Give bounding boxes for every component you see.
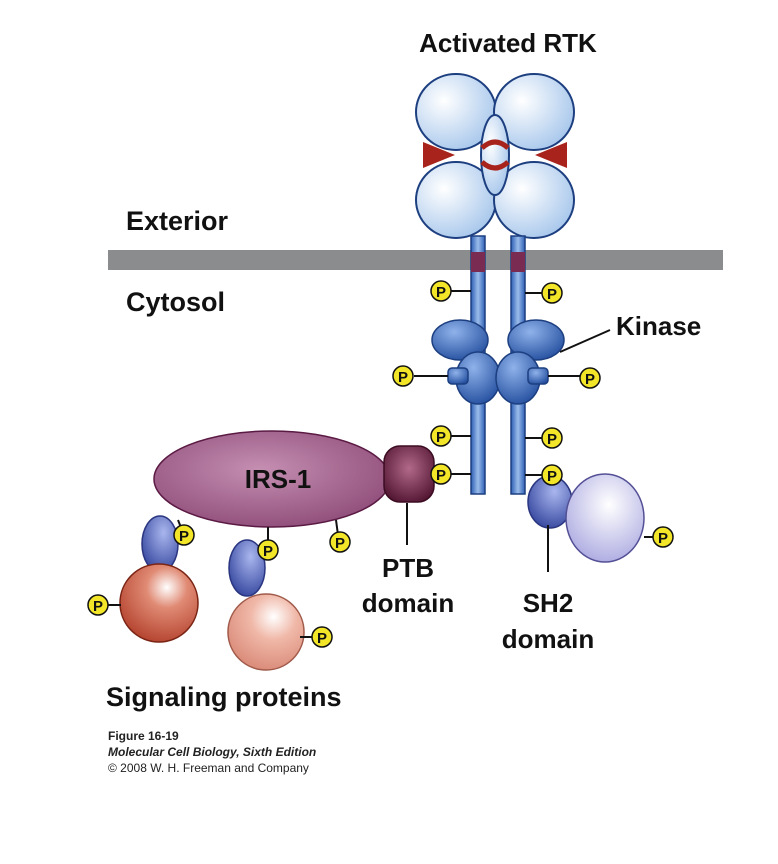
label-sh2-line1: SH2: [523, 588, 574, 618]
plasma-membrane: [108, 250, 723, 270]
phospho-icon: P: [329, 531, 351, 553]
signaling-protein-1: [108, 515, 199, 643]
label-exterior: Exterior: [126, 206, 229, 236]
svg-text:P: P: [585, 371, 595, 388]
phospho-icon: P: [541, 427, 563, 449]
svg-text:P: P: [398, 369, 408, 386]
label-sh2-line2: domain: [502, 624, 594, 654]
label-ptb-line1: PTB: [382, 553, 434, 583]
label-kinase: Kinase: [616, 311, 701, 341]
receptor-phospho-connectors: [414, 290, 655, 538]
label-ptb-line2: domain: [362, 588, 454, 618]
svg-text:P: P: [547, 431, 557, 448]
ligand: [423, 139, 567, 171]
phospho-icon: P: [173, 524, 195, 546]
svg-text:P: P: [93, 598, 103, 615]
signaling-protein-2: [227, 539, 305, 671]
svg-text:P: P: [317, 630, 327, 647]
receptor-extracellular-domains: [415, 73, 575, 239]
phospho-icon: P: [579, 367, 601, 389]
svg-text:P: P: [436, 429, 446, 446]
phospho-icon: P: [430, 425, 452, 447]
caption-book-title: Molecular Cell Biology, Sixth Edition: [108, 745, 316, 759]
svg-text:P: P: [547, 286, 557, 303]
svg-text:P: P: [436, 467, 446, 484]
phosphate-groups: P P P P P P P P P P P P P P: [87, 280, 674, 648]
phospho-icon: P: [87, 594, 109, 616]
svg-text:P: P: [436, 284, 446, 301]
phospho-icon: P: [311, 626, 333, 648]
label-cytosol: Cytosol: [126, 287, 225, 317]
sh2-protein: [527, 473, 645, 563]
phospho-icon: P: [430, 280, 452, 302]
label-signaling-proteins: Signaling proteins: [106, 682, 342, 712]
svg-text:P: P: [658, 530, 668, 547]
phospho-icon: P: [652, 526, 674, 548]
phospho-icon: P: [541, 464, 563, 486]
kinase-pointer: [559, 329, 611, 353]
phospho-icon: P: [541, 282, 563, 304]
svg-text:P: P: [335, 535, 345, 552]
label-irs1: IRS-1: [245, 464, 311, 494]
phospho-icon: P: [392, 365, 414, 387]
ptb-domain: [383, 445, 435, 503]
svg-text:P: P: [179, 528, 189, 545]
receptor-stalks: [470, 235, 526, 495]
caption-copyright: © 2008 W. H. Freeman and Company: [108, 761, 309, 775]
title-activated-rtk: Activated RTK: [419, 28, 597, 58]
svg-text:P: P: [263, 543, 273, 560]
phospho-icon: P: [430, 463, 452, 485]
caption-figure-number: Figure 16-19: [108, 729, 179, 743]
svg-text:P: P: [547, 468, 557, 485]
kinase-domains: [431, 319, 565, 405]
phospho-icon: P: [257, 539, 279, 561]
